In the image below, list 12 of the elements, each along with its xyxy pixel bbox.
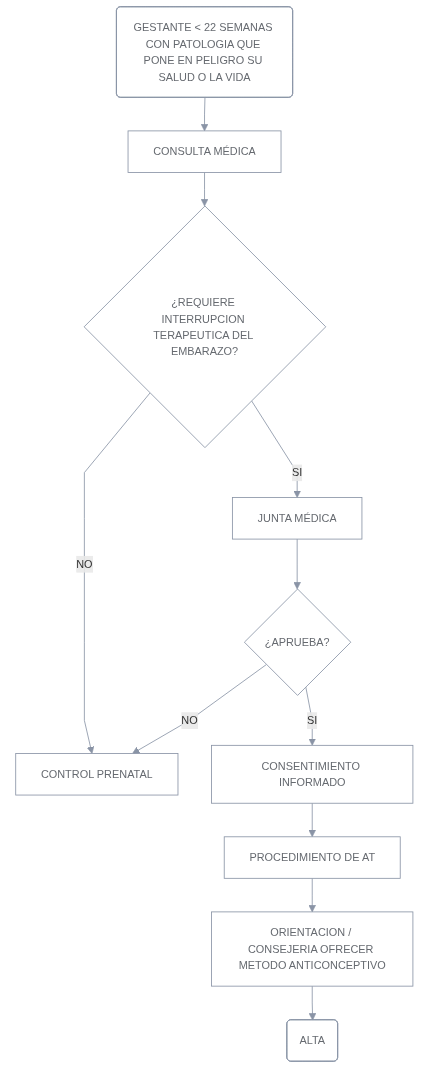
node-diamond: ¿REQUIERE INTERRUPCION TERAPEUTICA DEL EMBARAZO?: [83, 205, 326, 449]
edge-label: NO: [180, 713, 198, 727]
node-box: ORIENTACION / CONSEJERIA OFRECER METODO ANTICONCEPTIVO: [210, 911, 414, 987]
node-box: CONTROL PRENATAL: [15, 753, 179, 796]
node-diamond: ¿APRUEBA?: [243, 588, 351, 696]
node-box: JUNTA MÉDICA: [231, 497, 363, 540]
node-box: CONSULTA MÉDICA: [127, 130, 282, 173]
node-box: CONSENTIMIENTO INFORMADO: [210, 744, 414, 804]
edge-label: SI: [306, 713, 318, 727]
node-box: PROCEDIMIENTO DE AT: [223, 836, 401, 879]
edge-label: NO: [75, 557, 93, 571]
edge-label: SI: [291, 466, 303, 479]
